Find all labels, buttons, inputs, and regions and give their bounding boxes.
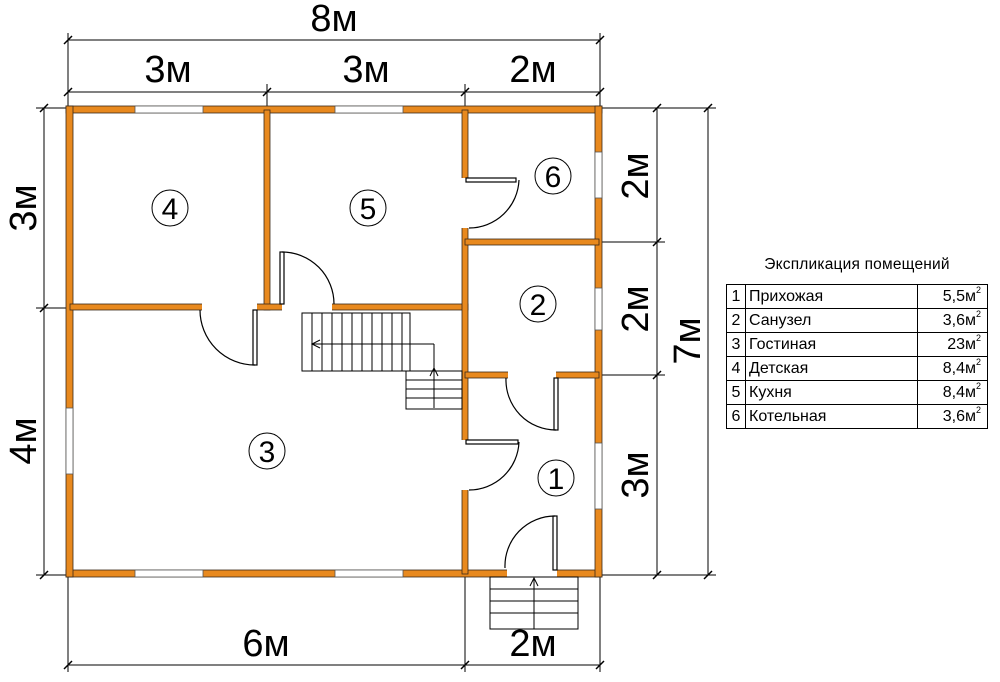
room-area: 3,6м2 <box>917 404 988 429</box>
dim-right-3: 3м <box>615 451 657 498</box>
doors <box>199 177 559 571</box>
row-number: 4 <box>726 356 746 381</box>
room-name: Кухня <box>745 380 918 405</box>
room-number-4: 4 <box>162 193 179 226</box>
explication-panel: Экспликация помещений 1 Прихожая 5,5м2 2… <box>726 256 988 429</box>
row-number: 3 <box>726 332 746 357</box>
walls <box>65 105 603 578</box>
dim-total-height: 7м <box>667 317 709 364</box>
table-row: 4 Детская 8,4м2 <box>726 356 988 381</box>
room-number-6: 6 <box>545 161 562 194</box>
row-number: 2 <box>726 308 746 333</box>
dim-right-2: 2м <box>615 285 657 332</box>
dim-top-2: 3м <box>342 49 389 91</box>
room-area: 3,6м2 <box>917 308 988 333</box>
room-markers: 4 5 6 2 3 1 <box>151 157 575 497</box>
room-area: 23м2 <box>917 332 988 357</box>
dim-top-3: 2м <box>509 49 556 91</box>
row-number: 5 <box>726 380 746 405</box>
room-number-3: 3 <box>259 436 276 469</box>
explication-title: Экспликация помещений <box>764 256 950 273</box>
room-number-1: 1 <box>548 463 565 496</box>
room-area: 8,4м2 <box>917 380 988 405</box>
room-area: 8,4м2 <box>917 356 988 381</box>
table-row: 2 Санузел 3,6м2 <box>726 308 988 333</box>
entry-stairs <box>489 576 579 630</box>
room-name: Прихожая <box>745 284 918 309</box>
dim-left-upper: 3м <box>3 184 45 231</box>
dim-bottom-left: 6м <box>242 623 289 665</box>
table-row: 1 Прихожая 5,5м2 <box>726 284 988 309</box>
table-row: 5 Кухня 8,4м2 <box>726 380 988 405</box>
room-number-5: 5 <box>360 193 377 226</box>
windows <box>65 105 603 578</box>
dim-bottom-right: 2м <box>509 623 556 665</box>
room-name: Санузел <box>745 308 918 333</box>
row-number: 6 <box>726 404 746 429</box>
dim-left-lower: 4м <box>3 417 45 464</box>
room-number-2: 2 <box>530 289 547 322</box>
room-name: Котельная <box>745 404 918 429</box>
table-row: 3 Гостиная 23м2 <box>726 332 988 357</box>
dimension-lines <box>36 33 716 672</box>
room-area: 5,5м2 <box>917 284 988 309</box>
door-openings <box>202 178 557 578</box>
interior-stairs <box>301 312 463 410</box>
dim-top-1: 3м <box>144 49 191 91</box>
room-name: Детская <box>745 356 918 381</box>
table-row: 6 Котельная 3,6м2 <box>726 404 988 429</box>
explication-table: 1 Прихожая 5,5м2 2 Санузел 3,6м2 3 Гости… <box>726 284 988 429</box>
room-name: Гостиная <box>745 332 918 357</box>
dim-right-1: 2м <box>615 152 657 199</box>
dim-total-width: 8м <box>310 0 357 40</box>
row-number: 1 <box>726 284 746 309</box>
